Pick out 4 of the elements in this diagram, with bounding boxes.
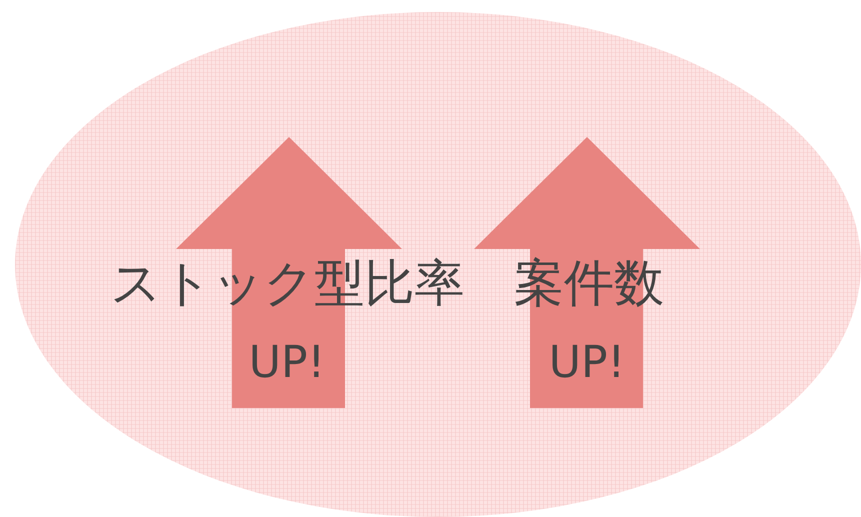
heading-text: 案件数 bbox=[513, 258, 665, 308]
status-text: UP! bbox=[248, 341, 326, 385]
heading-text: ストック型比率 bbox=[110, 258, 466, 308]
status-text: UP! bbox=[548, 341, 626, 385]
